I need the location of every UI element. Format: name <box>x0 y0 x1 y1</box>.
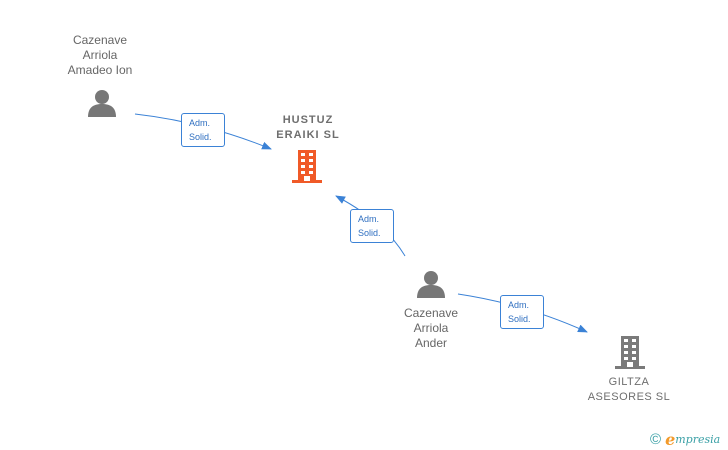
label-line: HUSTUZ <box>282 114 334 126</box>
label-line: ERAIKI SL <box>276 129 340 141</box>
company-node-label-hustuz[interactable]: HUSTUZ ERAIKI SL <box>253 113 363 143</box>
building-icon[interactable] <box>614 335 646 369</box>
edge-label-role: Adm. <box>189 118 211 128</box>
edge-label-role: Adm. <box>508 300 530 310</box>
label-line: Cazenave <box>403 306 459 320</box>
person-node-label-amadeo[interactable]: Cazenave Arriola Amadeo Ion <box>50 33 150 78</box>
label-line: Cazenave <box>72 33 128 47</box>
edge-label-ander-hustuz[interactable]: Adm. Solid. <box>350 209 394 243</box>
edge-label-amadeo-hustuz[interactable]: Adm. Solid. <box>181 113 225 147</box>
label-line: Arriola <box>413 321 449 335</box>
person-icon[interactable] <box>416 269 446 299</box>
company-node-label-giltza[interactable]: GILTZA ASESORES SL <box>573 375 685 405</box>
label-line: Arriola <box>82 48 118 62</box>
copyright-icon: © <box>650 430 662 448</box>
person-icon[interactable] <box>87 88 117 118</box>
label-line: GILTZA <box>608 376 650 388</box>
edge-label-role: Adm. <box>358 214 380 224</box>
label-line: Ander <box>414 336 448 350</box>
person-node-label-ander[interactable]: Cazenave Arriola Ander <box>381 306 481 351</box>
edge-label-role: Solid. <box>508 314 531 324</box>
building-icon[interactable] <box>291 149 323 183</box>
label-line: ASESORES SL <box>587 391 671 403</box>
edge-label-role: Solid. <box>358 228 381 238</box>
logo-text: mpresia <box>675 432 721 446</box>
label-line: Amadeo Ion <box>67 63 133 77</box>
empresia-logo: © e mpresia <box>650 429 721 449</box>
logo-letter: e <box>665 429 676 449</box>
edge-label-role: Solid. <box>189 132 212 142</box>
edge-label-ander-giltza[interactable]: Adm. Solid. <box>500 295 544 329</box>
